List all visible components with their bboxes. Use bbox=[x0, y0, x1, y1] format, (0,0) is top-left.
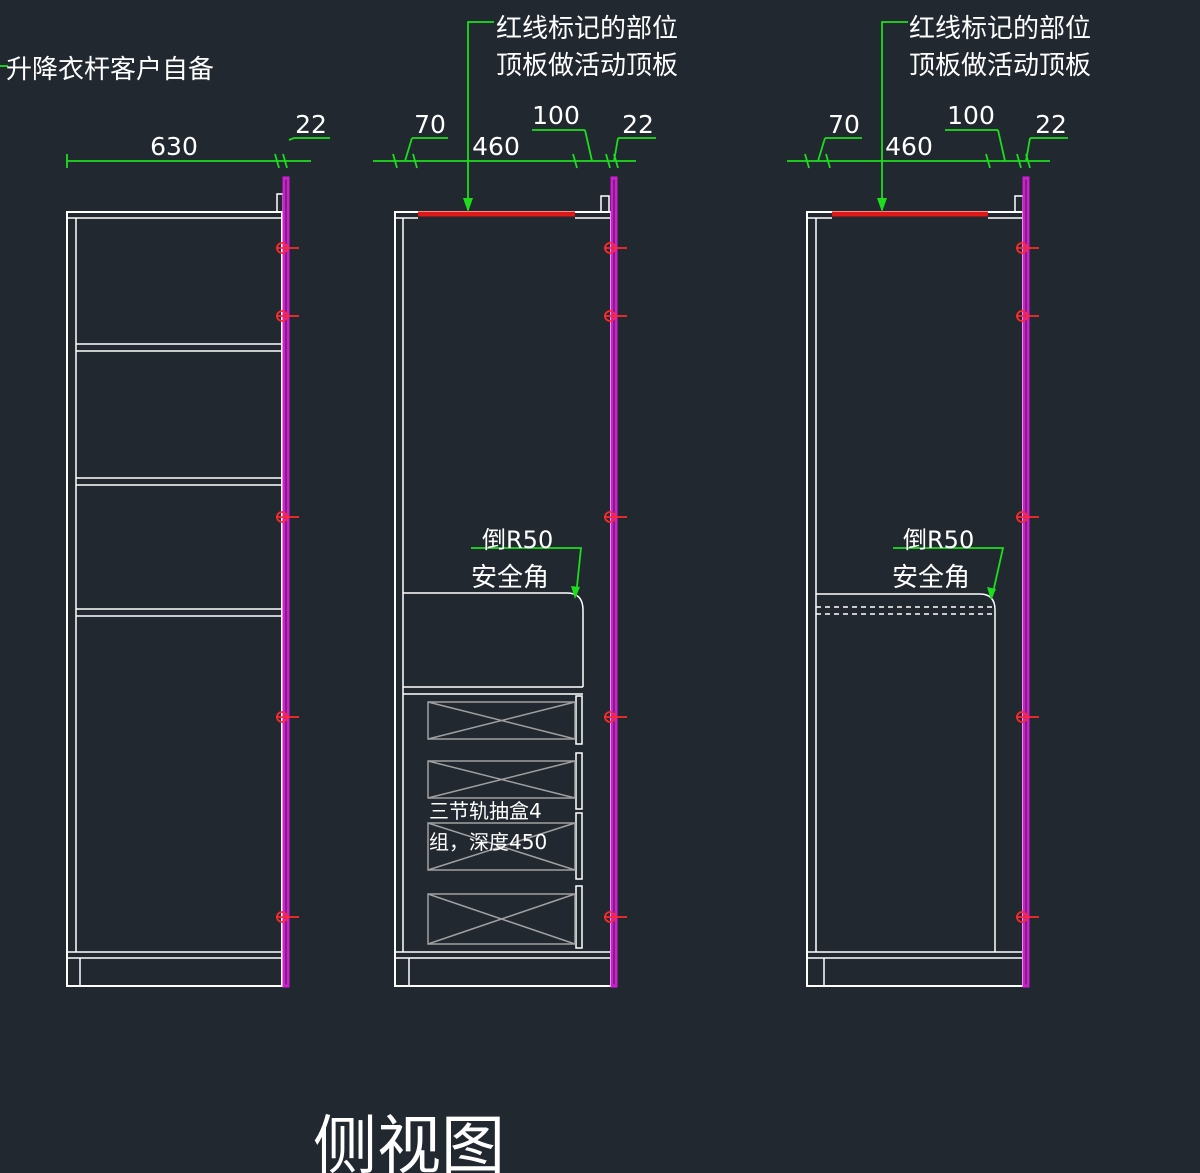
hinge-marker bbox=[604, 911, 627, 923]
hinge-marker bbox=[604, 711, 627, 723]
hinge-marker bbox=[276, 711, 299, 723]
cabinet-left-shelves bbox=[76, 343, 282, 617]
red-mark-note-line2: 顶板做活动顶板 bbox=[496, 51, 678, 81]
red-mark-note-line1: 红线标记的部位 bbox=[909, 14, 1091, 44]
cabinet-middle-door-panel bbox=[610, 176, 618, 988]
cabinet-left-outline bbox=[66, 211, 283, 987]
corner-note-line2: 安全角 bbox=[892, 563, 970, 593]
hinge-marker bbox=[276, 310, 299, 322]
red-mark-note-line1: 红线标记的部位 bbox=[496, 14, 678, 44]
dimension-label: 100 bbox=[947, 101, 995, 130]
dimension-label: 70 bbox=[828, 110, 860, 139]
cabinet-middle-rounded-shelf bbox=[403, 592, 584, 687]
dimension-label: 22 bbox=[622, 110, 654, 139]
hinge-marker bbox=[604, 511, 627, 523]
dimension-label: 22 bbox=[295, 110, 327, 139]
cabinet-right-outline bbox=[806, 211, 1024, 987]
corner-note-line1: 倒R50 bbox=[903, 526, 974, 554]
hinge-marker bbox=[1016, 242, 1039, 254]
drawer-note-line2: 组，深度450 bbox=[429, 830, 547, 854]
dimension-label: 22 bbox=[1035, 110, 1067, 139]
cabinet-middle bbox=[394, 176, 618, 988]
drawer-note-line1: 三节轨抽盒4 bbox=[429, 799, 542, 823]
hinge-marker bbox=[604, 310, 627, 322]
hanger-rod-note: 升降衣杆客户自备 bbox=[6, 55, 214, 85]
hinge-markers bbox=[276, 242, 1039, 923]
drawer-stack bbox=[427, 695, 583, 949]
hinge-marker bbox=[1016, 911, 1039, 923]
cabinet-right-door-panel bbox=[1022, 176, 1030, 988]
drawing-title: 侧视图 bbox=[313, 1110, 505, 1173]
leader-lines bbox=[0, 21, 1005, 600]
dimension-lines bbox=[66, 129, 1068, 169]
cabinet-right bbox=[806, 176, 1030, 988]
drawer-box bbox=[427, 822, 576, 871]
hinge-marker bbox=[1016, 511, 1039, 523]
dimension-label: 70 bbox=[414, 110, 446, 139]
dimension-label: 460 bbox=[472, 132, 520, 161]
drawer-box bbox=[427, 893, 576, 945]
hinge-marker bbox=[276, 242, 299, 254]
hinge-marker bbox=[1016, 711, 1039, 723]
corner-note-line2: 安全角 bbox=[471, 563, 549, 593]
hinge-marker bbox=[1016, 310, 1039, 322]
dimension-label: 460 bbox=[885, 132, 933, 161]
drawer-box bbox=[427, 760, 576, 799]
cabinet-left-door-panel bbox=[282, 176, 290, 988]
red-mark-note-line2: 顶板做活动顶板 bbox=[909, 51, 1091, 81]
drawer-box bbox=[427, 701, 576, 740]
corner-note-line1: 倒R50 bbox=[482, 526, 553, 554]
hinge-marker bbox=[276, 911, 299, 923]
hinge-marker bbox=[604, 242, 627, 254]
cabinet-left bbox=[66, 176, 290, 988]
dimension-label: 100 bbox=[532, 101, 580, 130]
cabinet-right-rounded-panel bbox=[816, 593, 996, 952]
dimension-label: 630 bbox=[150, 132, 198, 161]
hinge-marker bbox=[276, 511, 299, 523]
